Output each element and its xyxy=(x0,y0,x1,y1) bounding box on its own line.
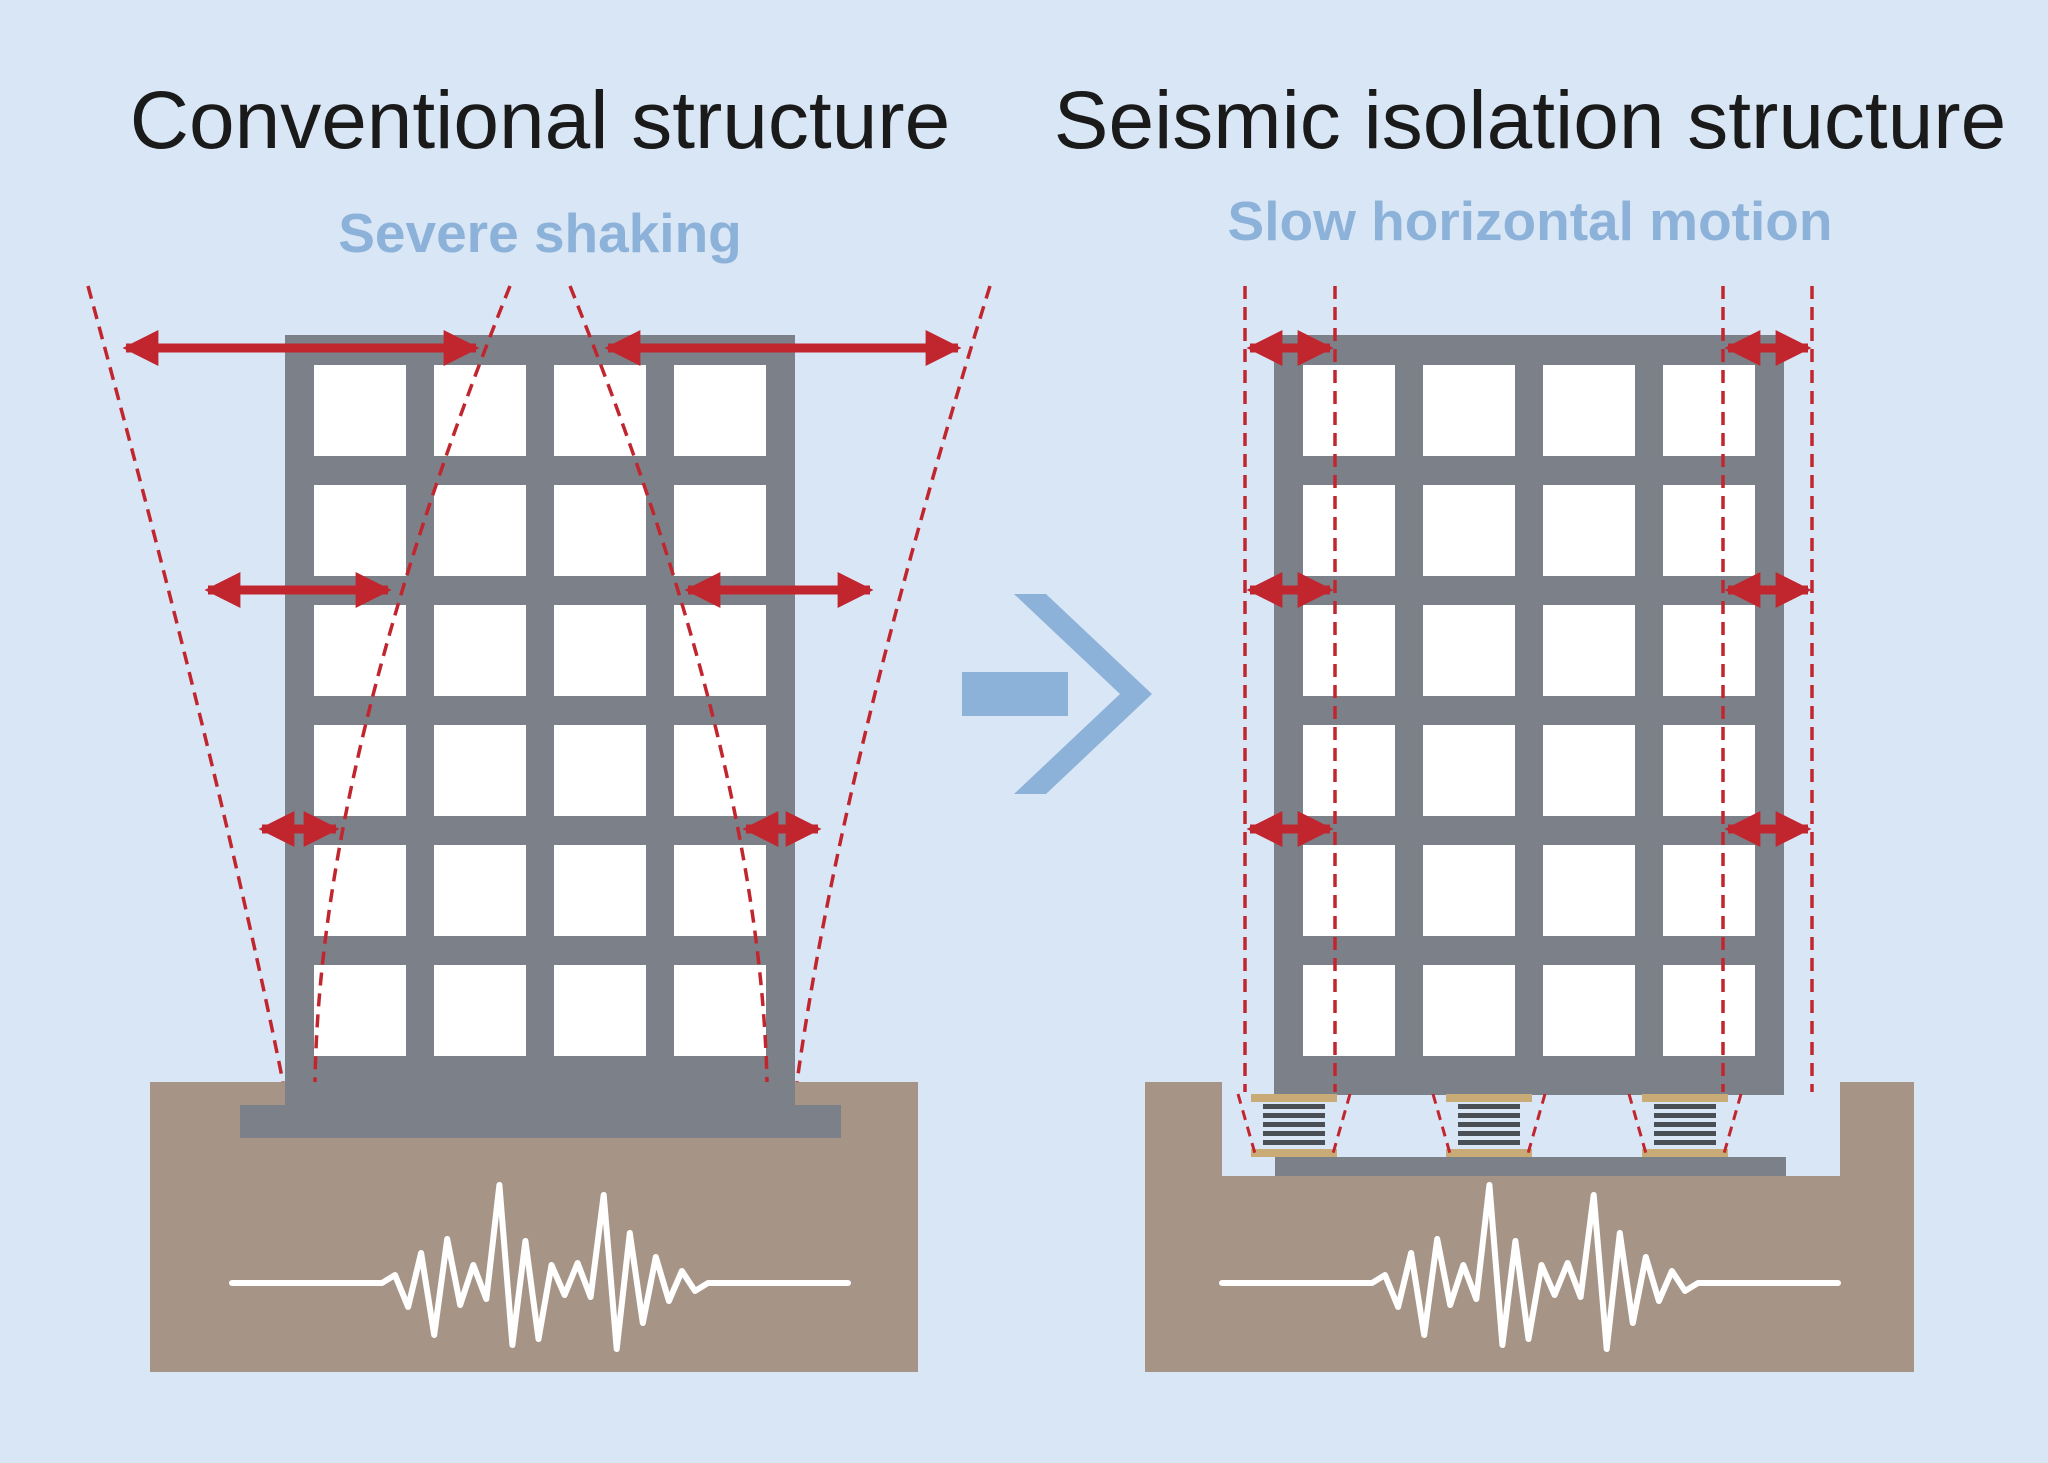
deformation-lines-left xyxy=(86,285,992,1083)
window xyxy=(554,365,646,456)
window xyxy=(674,965,766,1056)
window xyxy=(1663,605,1755,696)
arrow-right-chevron-icon xyxy=(962,594,1152,794)
window xyxy=(1303,965,1395,1056)
window xyxy=(1663,365,1755,456)
window xyxy=(554,845,646,936)
seismic-isolator-icon xyxy=(1431,1093,1547,1158)
window xyxy=(1543,725,1635,816)
right-panel-subtitle: Slow horizontal motion xyxy=(1228,190,1833,252)
window xyxy=(1423,845,1515,936)
deformation-line xyxy=(1236,1093,1352,1158)
seismic-isolator-icon xyxy=(1627,1093,1743,1158)
window xyxy=(314,725,406,816)
deformation-line xyxy=(795,285,992,1083)
window xyxy=(1303,725,1395,816)
window xyxy=(1303,845,1395,936)
building-conventional xyxy=(285,335,795,1105)
isolation-base-plate xyxy=(1275,1157,1786,1176)
window xyxy=(1663,725,1755,816)
window xyxy=(1663,965,1755,1056)
window xyxy=(1303,365,1395,456)
window xyxy=(434,485,526,576)
window xyxy=(674,725,766,816)
motion-arrows-right xyxy=(1246,330,1812,847)
left-panel-title: Conventional structure xyxy=(130,75,950,166)
window xyxy=(554,965,646,1056)
building-isolated xyxy=(1274,335,1784,1095)
window xyxy=(1303,605,1395,696)
window xyxy=(674,845,766,936)
seismic-wave-icon xyxy=(1219,1182,1841,1352)
window xyxy=(674,365,766,456)
window xyxy=(1423,725,1515,816)
window xyxy=(314,365,406,456)
window xyxy=(674,605,766,696)
window xyxy=(434,845,526,936)
window xyxy=(1543,365,1635,456)
seismic-wave-icon xyxy=(229,1182,851,1352)
deformation-line xyxy=(86,285,285,1083)
window xyxy=(434,725,526,816)
window xyxy=(314,485,406,576)
window xyxy=(554,725,646,816)
window xyxy=(1543,965,1635,1056)
window xyxy=(1543,485,1635,576)
window xyxy=(554,605,646,696)
window xyxy=(434,965,526,1056)
motion-arrows-left xyxy=(122,330,962,847)
window xyxy=(1423,485,1515,576)
window xyxy=(674,485,766,576)
deformation-lines-right xyxy=(1243,286,1814,1092)
isolator-group xyxy=(1236,1093,1743,1158)
ground-right-pit xyxy=(1145,1082,1914,1372)
window xyxy=(1543,605,1635,696)
window xyxy=(1303,485,1395,576)
window xyxy=(1423,365,1515,456)
window xyxy=(554,485,646,576)
deformation-line xyxy=(1627,1093,1743,1158)
window xyxy=(314,605,406,696)
window xyxy=(314,965,406,1056)
window xyxy=(434,605,526,696)
window xyxy=(1663,845,1755,936)
window xyxy=(1423,965,1515,1056)
window xyxy=(1423,605,1515,696)
deformation-line xyxy=(1431,1093,1547,1158)
right-panel-title: Seismic isolation structure xyxy=(1054,75,2006,166)
foundation-slab-left xyxy=(240,1105,841,1138)
left-panel-subtitle: Severe shaking xyxy=(338,202,742,264)
window xyxy=(434,365,526,456)
seismic-isolator-icon xyxy=(1236,1093,1352,1158)
window xyxy=(1663,485,1755,576)
window xyxy=(1543,845,1635,936)
